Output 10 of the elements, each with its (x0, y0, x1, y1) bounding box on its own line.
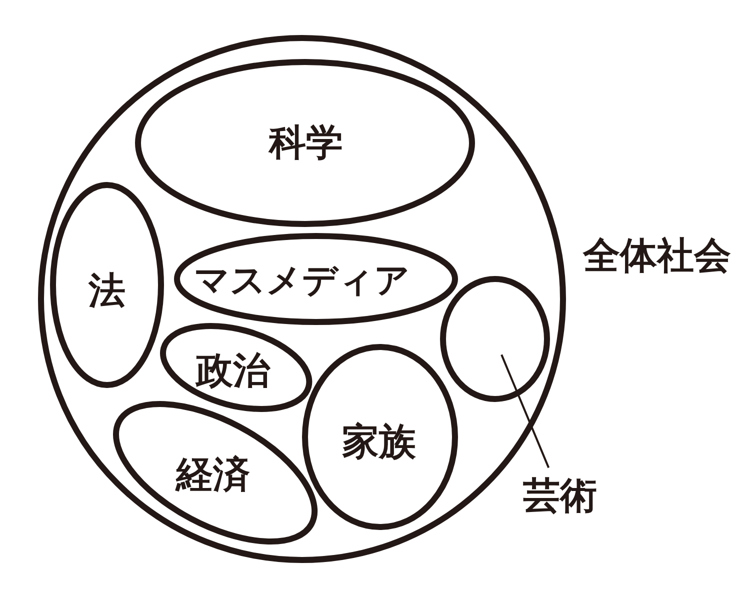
ellipse-node: 科学 (135, 59, 475, 227)
callout-label: 芸術 (520, 476, 600, 514)
circle-label: 全体社会 (583, 237, 731, 274)
ellipse-node: 法 (50, 182, 164, 388)
leader-line (500, 354, 550, 468)
ellipse-node: マスメディア (174, 233, 458, 325)
ellipse-node: 経済 (112, 401, 318, 545)
ellipse-node: 政治 (160, 323, 312, 412)
empty-circle (440, 276, 550, 402)
ellipse-node: 家族 (302, 344, 458, 530)
